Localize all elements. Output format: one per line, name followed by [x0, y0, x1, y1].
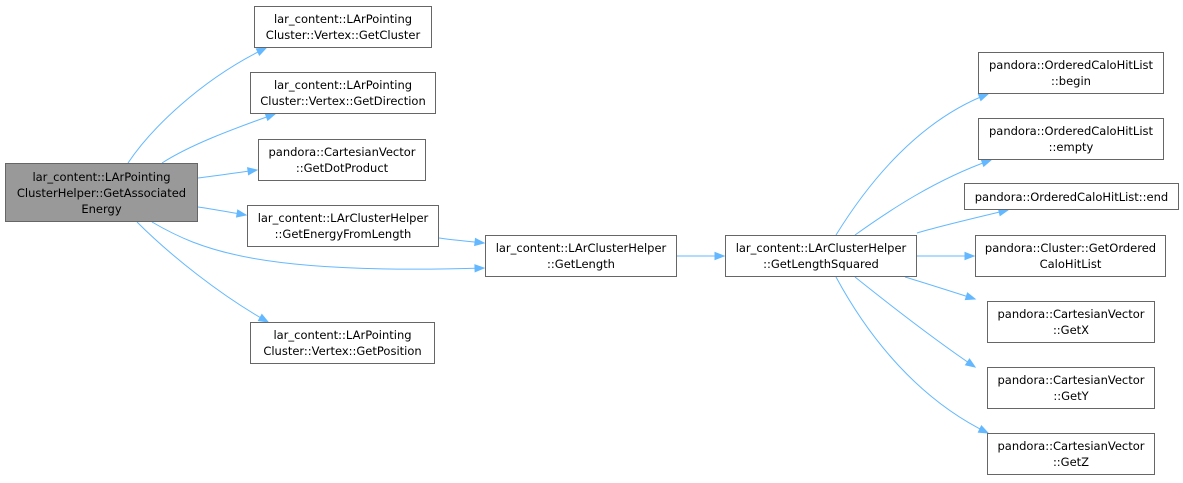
- node-label-line: lar_content::LArPointing: [32, 169, 171, 184]
- arrowhead-getY: [964, 358, 977, 368]
- arrowhead-getOrderedCaloHitList: [964, 251, 976, 261]
- node-get-length[interactable]: lar_content::LArClusterHelper ::GetLengt…: [485, 235, 677, 277]
- arrowhead-getX: [964, 292, 977, 301]
- arrowhead-getPosition: [257, 313, 270, 323]
- edge-getLengthSquared-to-getX: [904, 276, 976, 300]
- node-get-dot-product[interactable]: pandora::CartesianVector ::GetDotProduct: [258, 139, 426, 181]
- arrowhead-getCluster: [255, 47, 268, 56]
- edge-getLengthSquared-to-empty: [854, 159, 992, 236]
- node-label-line: ::GetDotProduct: [295, 161, 389, 175]
- node-label-line: Cluster::Vertex::GetDirection: [260, 94, 426, 108]
- arrowhead-empty: [980, 159, 993, 168]
- node-label-line: pandora::OrderedCaloHitList: [988, 124, 1154, 138]
- arrowhead-getZ: [977, 425, 990, 434]
- node-get-length-squared[interactable]: lar_content::LArClusterHelper ::GetLengt…: [725, 235, 917, 277]
- arrowhead-getEnergyFromLength: [235, 209, 248, 218]
- node-label-line: Energy: [81, 201, 122, 216]
- node-label-line: lar_content::LArClusterHelper: [735, 241, 907, 255]
- node-label-line: ::empty: [1048, 140, 1094, 154]
- node-cartesian-vector-get-z[interactable]: pandora::CartesianVector ::GetZ: [987, 433, 1155, 475]
- node-label-line: pandora::OrderedCaloHitList: [988, 58, 1154, 72]
- node-label-line: pandora::CartesianVector: [997, 373, 1145, 387]
- node-label-line: pandora::OrderedCaloHitList::end: [974, 189, 1169, 204]
- node-label-line: ::GetLengthSquared: [763, 257, 879, 271]
- node-root-get-associated-energy[interactable]: lar_content::LArPointing ClusterHelper::…: [5, 163, 198, 222]
- node-label-line: ::GetEnergyFromLength: [274, 227, 412, 241]
- arrowhead-getLength: [474, 264, 486, 273]
- node-label-line: ::GetZ: [1052, 455, 1090, 469]
- node-label-line: ::GetY: [1053, 389, 1089, 403]
- arrowhead-getLengthSquared: [714, 251, 726, 261]
- node-label-line: lar_content::LArClusterHelper: [495, 241, 667, 255]
- arrowhead-begin: [977, 93, 990, 102]
- node-label-line: lar_content::LArPointing: [273, 12, 413, 26]
- arrowhead-getDotProduct: [247, 167, 259, 176]
- node-label-line: lar_content::LArPointing: [273, 78, 413, 92]
- node-label-line: ::begin: [1051, 74, 1091, 88]
- edge-getLengthSquared-to-begin: [835, 93, 989, 236]
- arrowhead-getDirection: [264, 113, 277, 122]
- node-ordered-calo-hit-list-empty[interactable]: pandora::OrderedCaloHitList ::empty: [978, 118, 1164, 160]
- node-label-line: pandora::CartesianVector: [268, 145, 416, 159]
- node-cartesian-vector-get-y[interactable]: pandora::CartesianVector ::GetY: [987, 367, 1155, 409]
- edge-getLengthSquared-to-end: [916, 209, 1009, 234]
- node-get-direction[interactable]: lar_content::LArPointing Cluster::Vertex…: [250, 72, 436, 114]
- node-label-line: Cluster::Vertex::GetCluster: [265, 28, 421, 42]
- node-label-line: ::GetX: [1052, 323, 1090, 337]
- node-label-line: lar_content::LArPointing: [273, 328, 412, 342]
- node-label-line: lar_content::LArClusterHelper: [257, 211, 429, 225]
- edge-getLengthSquared-to-getZ: [835, 276, 989, 434]
- node-label-line: Cluster::Vertex::GetPosition: [263, 344, 422, 358]
- edge-root-to-getPosition: [136, 221, 269, 323]
- node-label-line: CaloHitList: [1039, 257, 1102, 271]
- node-label-line: pandora::CartesianVector: [997, 307, 1145, 321]
- node-ordered-calo-hit-list-begin[interactable]: pandora::OrderedCaloHitList ::begin: [978, 52, 1164, 94]
- node-cartesian-vector-get-x[interactable]: pandora::CartesianVector ::GetX: [987, 301, 1155, 343]
- node-label-line: pandora::CartesianVector: [997, 439, 1145, 453]
- edge-root-to-getCluster: [127, 47, 267, 164]
- edge-getLengthSquared-to-getY: [854, 276, 976, 368]
- node-ordered-calo-hit-list-end[interactable]: pandora::OrderedCaloHitList::end: [964, 183, 1179, 210]
- edge-root-to-getLength: [151, 221, 485, 270]
- node-get-position[interactable]: lar_content::LArPointing Cluster::Vertex…: [250, 322, 435, 364]
- node-get-energy-from-length[interactable]: lar_content::LArClusterHelper ::GetEnerg…: [247, 205, 439, 247]
- node-label-line: ClusterHelper::GetAssociated: [16, 185, 187, 200]
- node-label-line: ::GetLength: [547, 257, 615, 271]
- arrowhead-getLength: [474, 237, 486, 247]
- node-get-ordered-calo-hit-list[interactable]: pandora::Cluster::GetOrdered CaloHitList: [975, 235, 1166, 277]
- edge-root-to-getDirection: [161, 113, 276, 164]
- node-label-line: pandora::Cluster::GetOrdered: [984, 241, 1157, 255]
- node-get-cluster[interactable]: lar_content::LArPointing Cluster::Vertex…: [254, 6, 432, 48]
